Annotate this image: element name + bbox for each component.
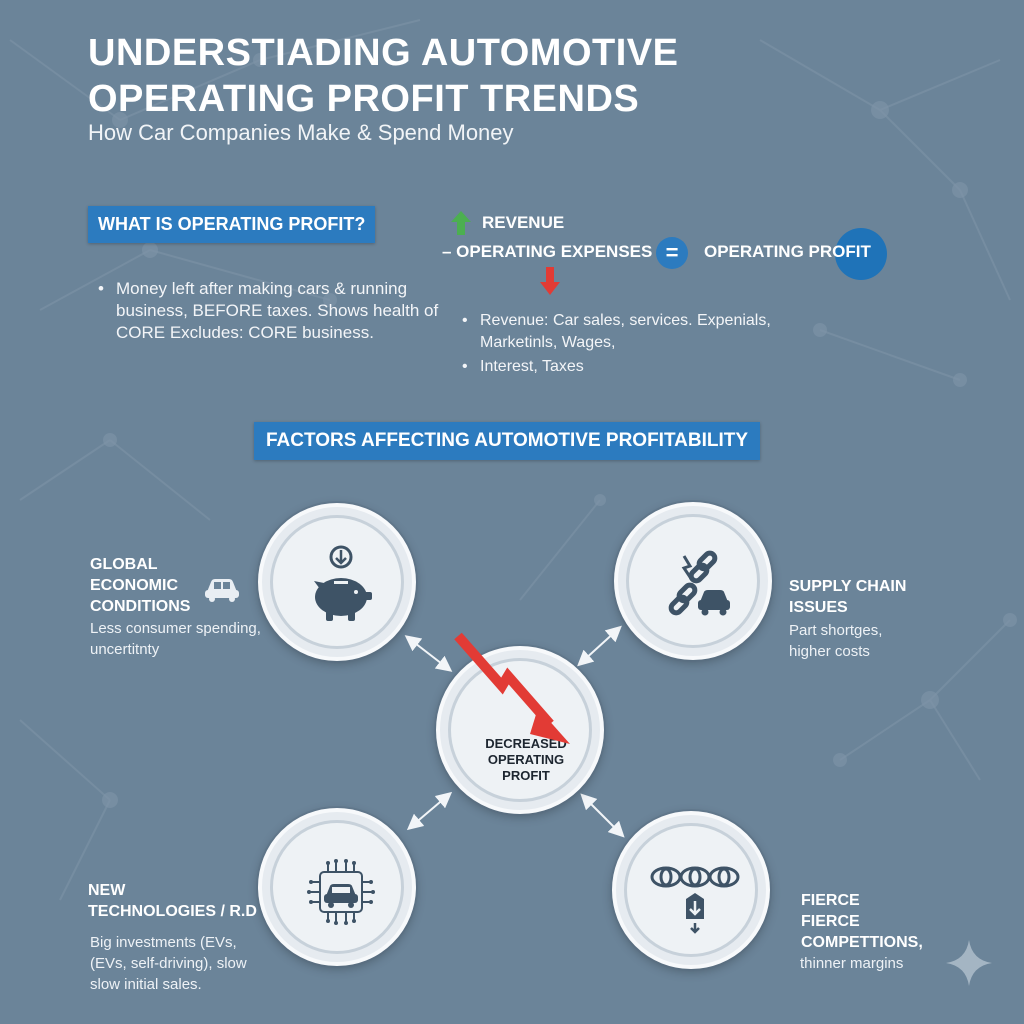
factor-supply-circle — [614, 502, 772, 660]
connector-arrow-competition — [580, 793, 625, 838]
formula-equals: = — [656, 237, 688, 269]
connector-arrow-technology — [406, 791, 453, 831]
page-subtitle: How Car Companies Make & Spend Money — [88, 120, 514, 145]
car-icon — [205, 579, 239, 602]
factor-economic-title: GLOBAL ECONOMIC CONDITIONS — [90, 556, 191, 615]
center-circle — [436, 646, 604, 814]
what-is-operating-profit-heading: WHAT IS OPERATING PROFIT? — [88, 206, 376, 243]
page-title: UNDERSTIADING AUTOMOTIVE OPERATING PROFI… — [88, 32, 679, 120]
sparkle-icon — [946, 940, 992, 986]
factor-competition-desc: thinner margins — [800, 955, 904, 972]
factor-supply-desc: Part shortges, higher costs — [789, 622, 883, 660]
factor-technology-desc: Big investments (EVs, (EVs, self-driving… — [90, 934, 247, 993]
formula-revenue: REVENUE — [482, 213, 565, 232]
factor-competition-circle — [612, 811, 770, 969]
formula-operating-expenses: – OPERATING EXPENSES — [442, 242, 653, 261]
factor-economic-desc: Less consumer spending, uncertitnty — [90, 620, 261, 658]
down-arrow-icon — [540, 267, 560, 295]
formula-details-list: Revenue: Car sales, services. Expenials,… — [456, 310, 836, 378]
center-label: DECREASED OPERATING PROFIT — [485, 736, 567, 783]
profit-circle-decoration — [835, 228, 887, 280]
factors-heading: FACTORS AFFECTING AUTOMOTIVE PROFITABILI… — [254, 422, 761, 460]
broken-chain-icon — [668, 550, 730, 616]
what-is-operating-profit-list: Money left after making cars & running b… — [92, 278, 452, 344]
circuit-car-icon — [307, 859, 375, 925]
factor-technology-circle — [258, 808, 416, 966]
list-item: Money left after making cars & running b… — [92, 278, 452, 344]
formula-operating-profit: OPERATING PROFIT — [704, 242, 871, 261]
connector-arrow-supply — [577, 625, 622, 667]
brand-logos-icon — [650, 866, 740, 934]
up-arrow-icon — [451, 211, 471, 235]
list-item: Revenue: Car sales, services. Expenials,… — [456, 310, 836, 354]
factor-economic-circle — [258, 503, 416, 661]
piggy-bank-icon — [314, 545, 372, 621]
decline-arrow-icon — [454, 632, 570, 744]
factor-supply-title: SUPPLY CHAIN ISSUES — [789, 578, 907, 616]
connector-arrow-economic — [404, 635, 453, 672]
factor-competition-title: FIERCE FIERCE COMPETTIONS, — [801, 892, 923, 951]
factor-technology-title: NEW TECHNOLOGIES / R.D — [88, 882, 257, 920]
list-item: Interest, Taxes — [456, 356, 836, 378]
